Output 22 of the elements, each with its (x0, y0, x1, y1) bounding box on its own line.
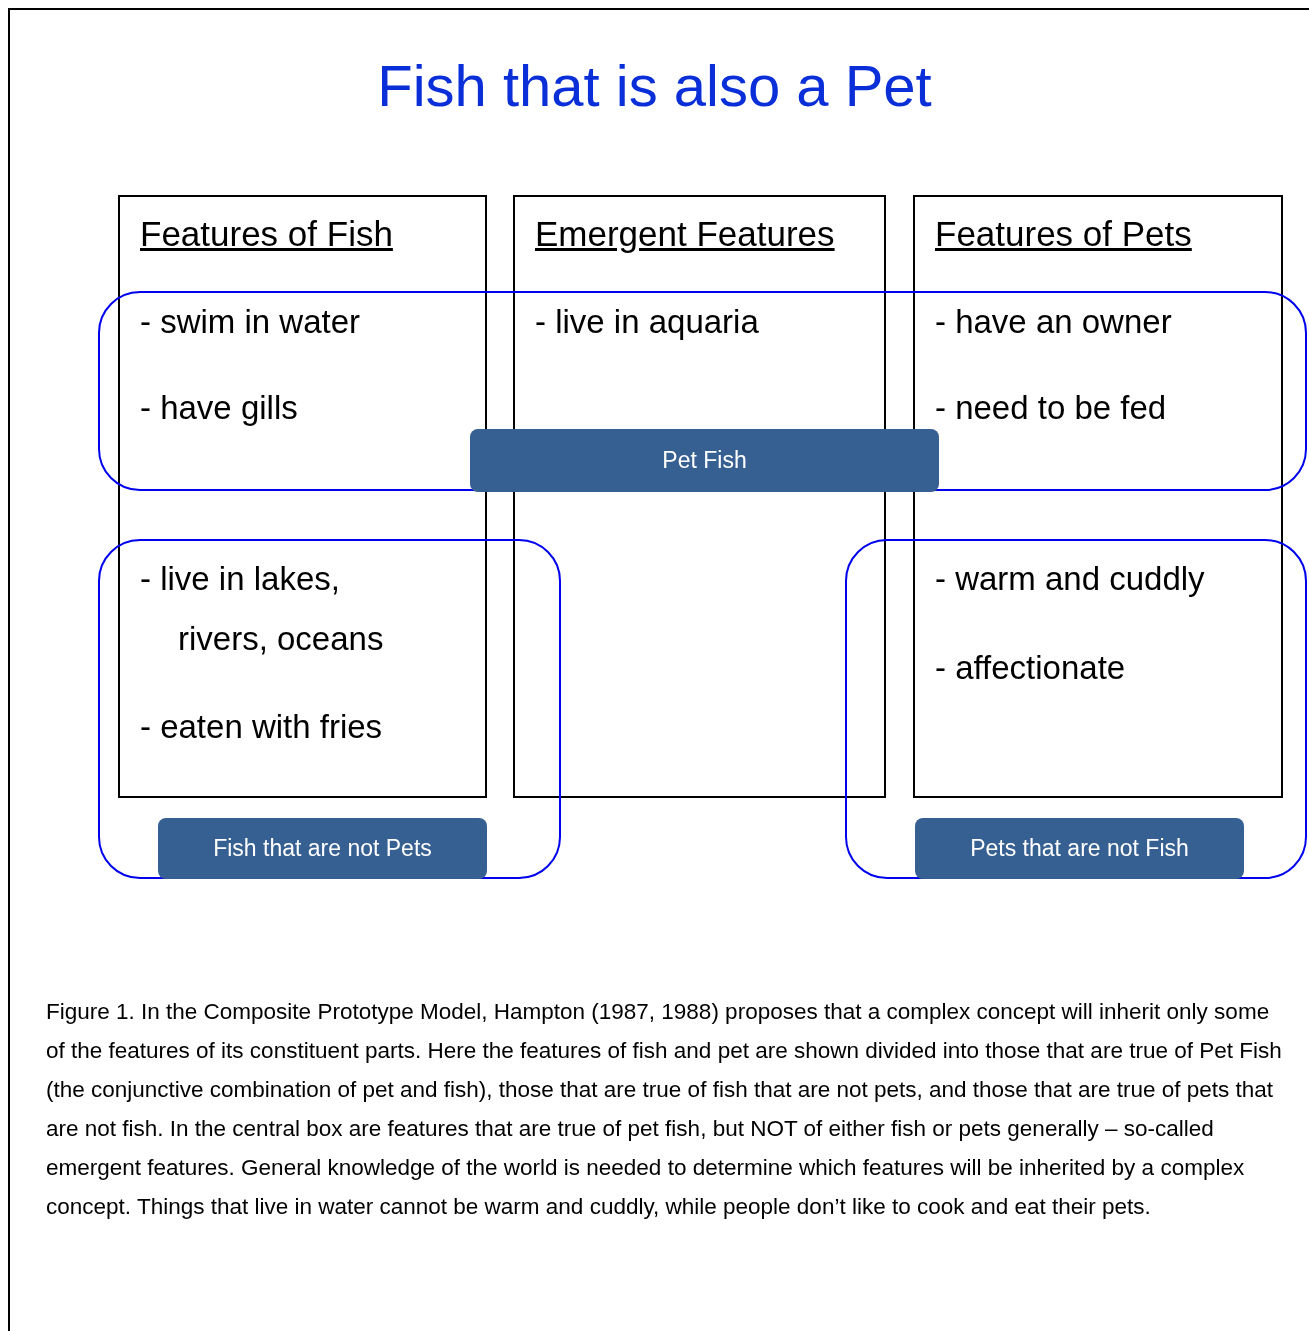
column-heading: Features of Fish (140, 213, 393, 255)
title: Fish that is also a Pet (376, 52, 933, 120)
feature-item: - live in aquaria (535, 302, 759, 342)
feature-item: - have gills (140, 388, 298, 428)
feature-item: - have an owner (935, 302, 1172, 342)
category-label: Fish that are not Pets (158, 818, 487, 879)
category-outline (98, 539, 561, 879)
category-label: Pet Fish (470, 429, 939, 492)
feature-item: - warm and cuddly (935, 559, 1205, 599)
feature-column (118, 195, 487, 798)
feature-item: - affectionate (935, 648, 1126, 688)
column-heading: Emergent Features (535, 213, 835, 255)
column-heading: Features of Pets (935, 213, 1192, 255)
category-label: Pets that are not Fish (915, 818, 1244, 879)
feature-item: - eaten with fries (140, 707, 383, 747)
feature-item: - swim in water (140, 302, 361, 342)
feature-item: - live in lakes, rivers, oceans (140, 559, 385, 659)
figure-caption: Figure 1. In the Composite Prototype Model, Hampton (1987, 1988) proposes that a complex concept will inherit only some of the features of its constituent parts. Here the features of fish and pet are shown divided into those that are true of Pet Fish (the conjunctive combination of pet and fish), those that are true of fish that are not pets, and those that are true of pets that are not fish. In the central box are features that are true of pet fish, but NOT of either fish or pets generally – so-called emergent features. General knowledge of the world is needed to determine which features will be inherited by a complex concept. Things that live in water cannot be warm and cuddly, while people don’t like to cook and eat their pets. (46, 998, 1283, 1221)
category-outline (845, 539, 1307, 879)
category-outline (98, 291, 1307, 491)
feature-column (913, 195, 1283, 798)
feature-item: - need to be fed (935, 388, 1167, 428)
